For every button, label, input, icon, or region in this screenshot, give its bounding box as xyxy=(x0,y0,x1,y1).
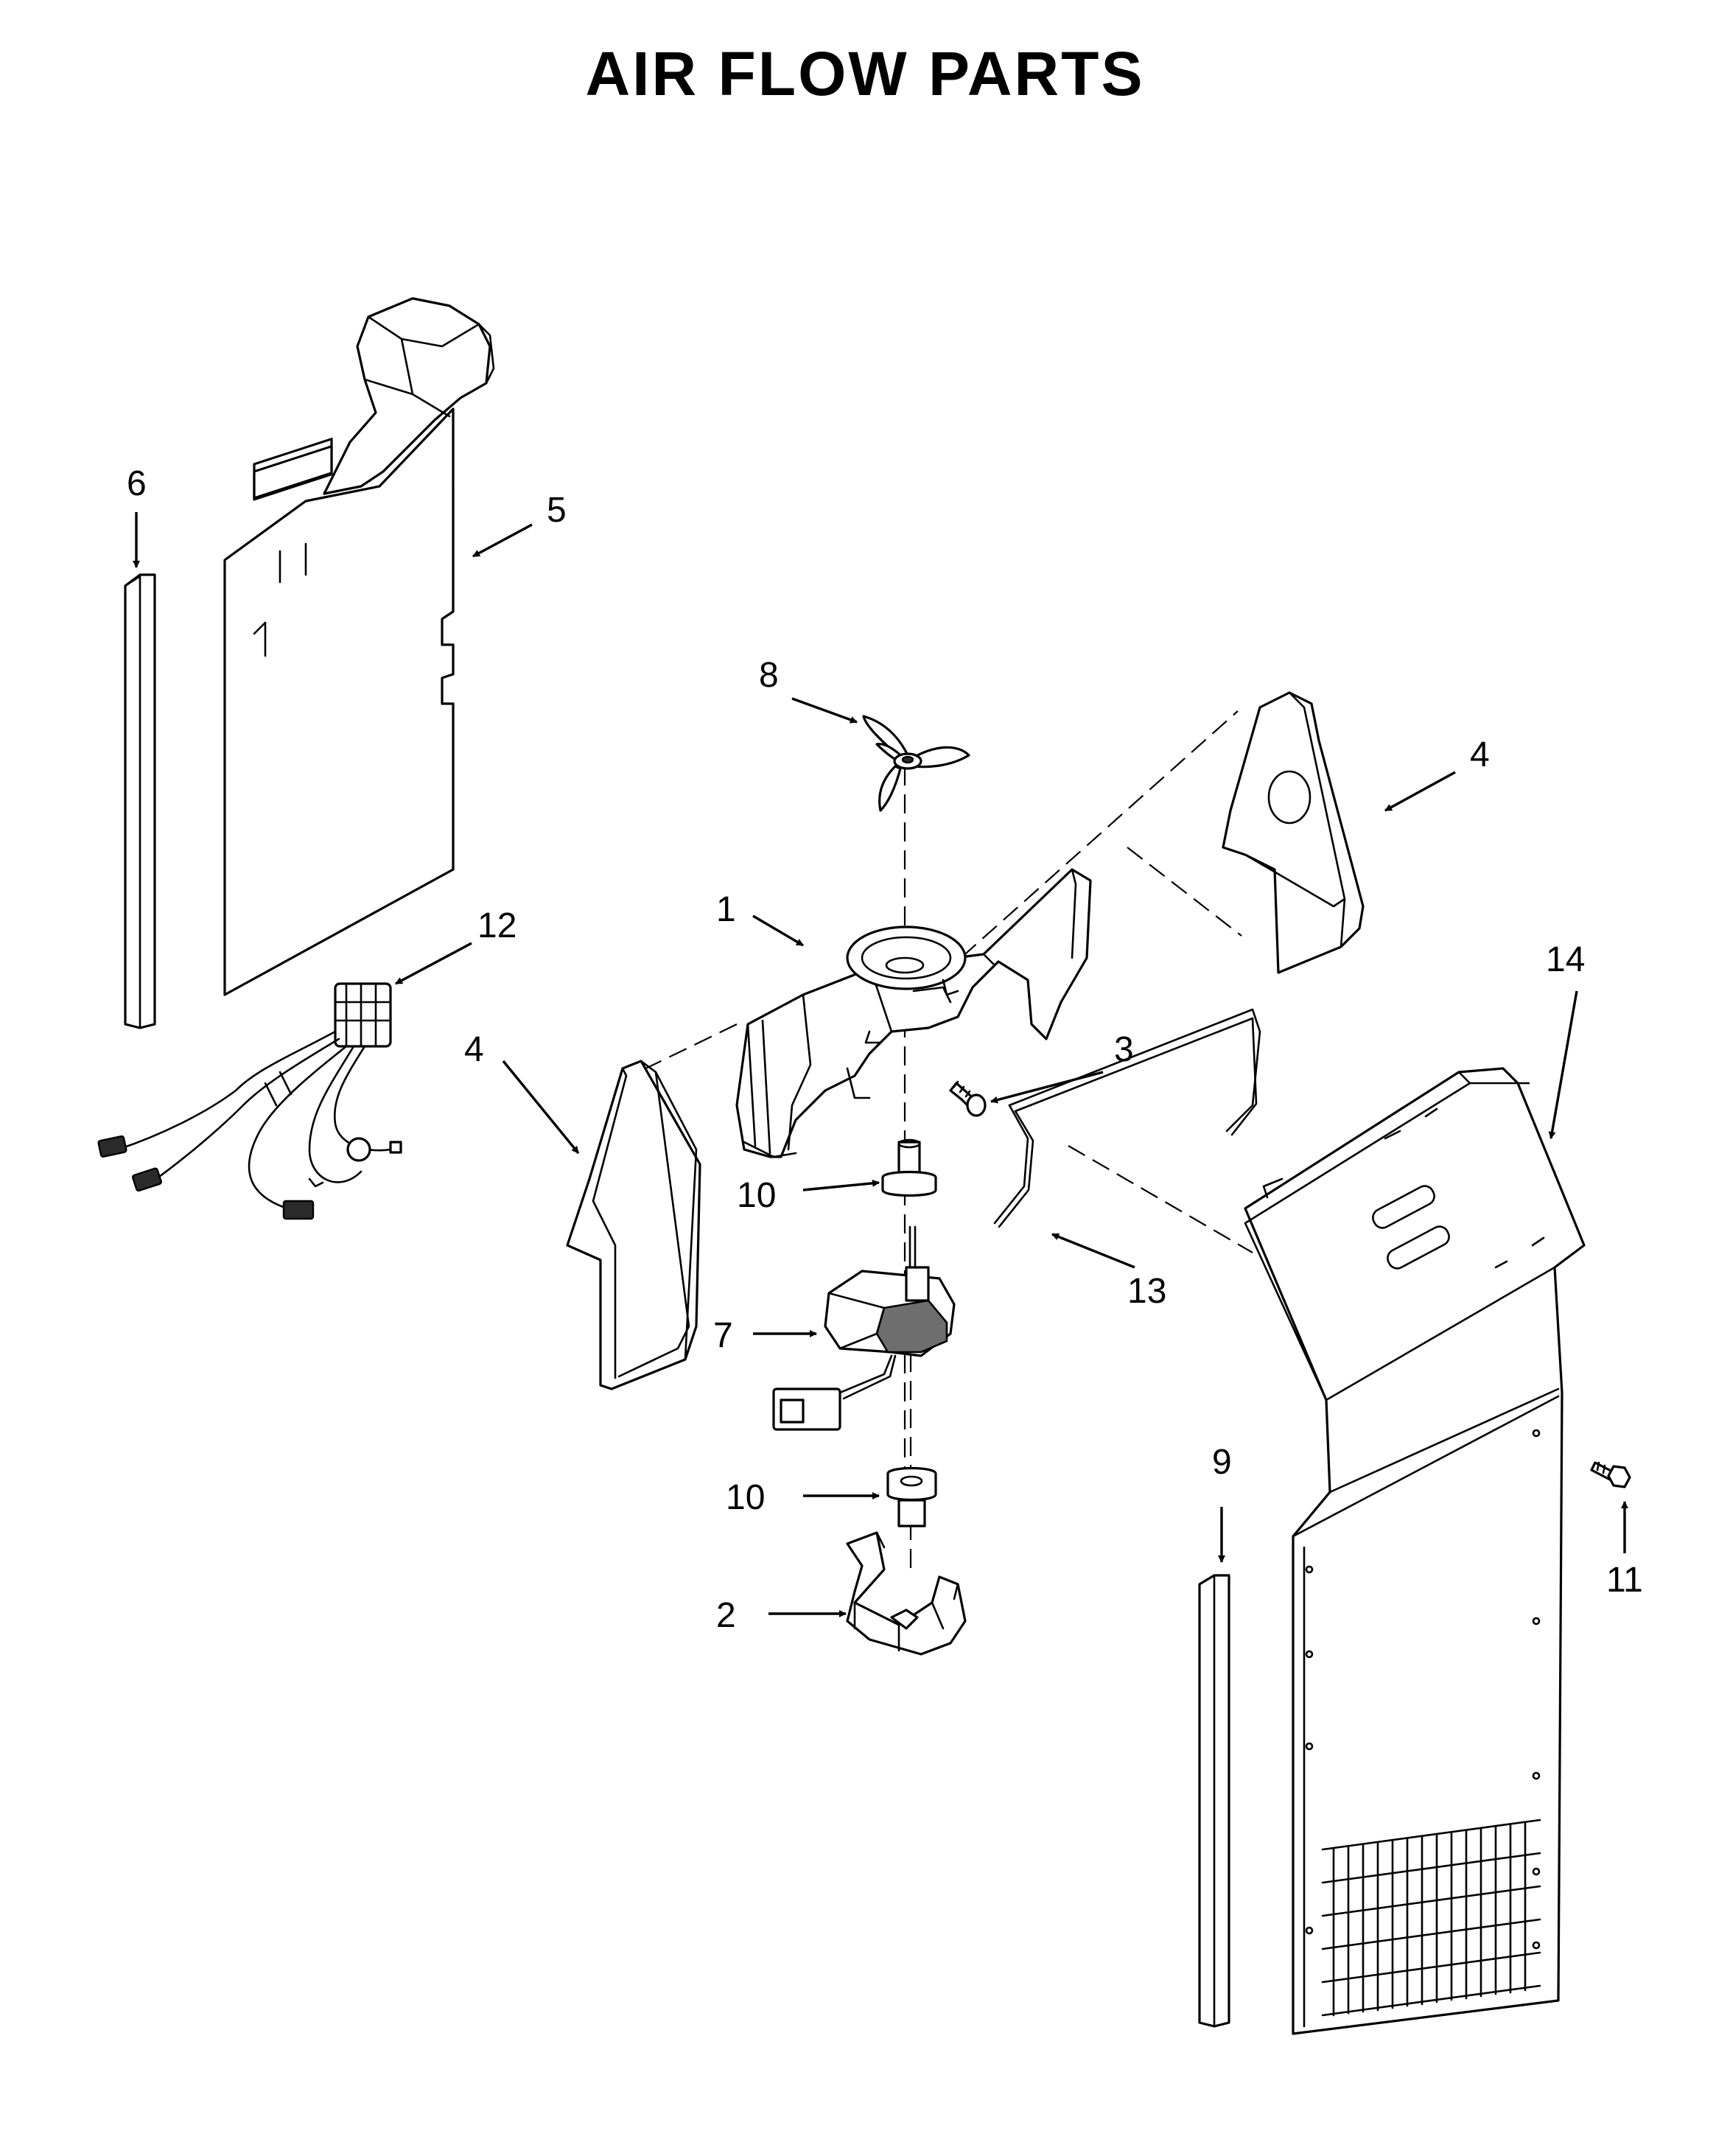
callout-10-lower: 10 xyxy=(726,1478,765,1517)
vent-slots xyxy=(1321,1819,1541,2017)
callout-10-upper: 10 xyxy=(737,1176,776,1215)
part-4-baffle-left xyxy=(566,1060,701,1390)
callout-8: 8 xyxy=(759,656,779,695)
part-7-fan-motor xyxy=(772,1225,956,1431)
part-14-rear-panel xyxy=(1244,1067,1586,2035)
callout-1: 1 xyxy=(716,890,736,929)
part-5-air-duct-panel xyxy=(223,297,495,996)
callout-9: 9 xyxy=(1212,1443,1232,1482)
part-3-screw xyxy=(949,1080,987,1117)
callout-4-left: 4 xyxy=(464,1030,484,1069)
callout-4-right: 4 xyxy=(1470,735,1490,774)
part-10-grommet-lower xyxy=(886,1466,937,1527)
callout-7: 7 xyxy=(713,1316,733,1355)
callout-2: 2 xyxy=(716,1596,736,1635)
callout-5: 5 xyxy=(547,491,567,530)
callout-11: 11 xyxy=(1606,1561,1643,1600)
callout-6: 6 xyxy=(127,464,147,503)
part-11-screw xyxy=(1590,1461,1631,1488)
part-13-wire-support xyxy=(993,1008,1261,1228)
part-8-fan-blade xyxy=(862,715,970,812)
alignment-lines xyxy=(633,710,1253,1577)
part-2-motor-bracket xyxy=(846,1531,967,1656)
callout-14: 14 xyxy=(1546,940,1585,979)
callout-13: 13 xyxy=(1127,1272,1166,1311)
part-6-gasket-strip xyxy=(124,573,156,1029)
callout-12: 12 xyxy=(477,906,516,945)
part-12-wire-harness xyxy=(97,982,402,1220)
page-title: AIR FLOW PARTS xyxy=(585,39,1145,108)
part-9-gasket-strip xyxy=(1198,1574,1230,2028)
part-4-baffle-right xyxy=(1222,691,1365,974)
callout-leaders xyxy=(133,512,1628,1617)
callout-3: 3 xyxy=(1114,1030,1134,1069)
part-10-grommet-upper xyxy=(881,1138,937,1197)
callout-labels: 6 5 8 4 12 1 14 3 4 10 13 7 10 9 11 2 xyxy=(127,464,1643,1635)
part-1-fan-shroud xyxy=(735,868,1092,1158)
